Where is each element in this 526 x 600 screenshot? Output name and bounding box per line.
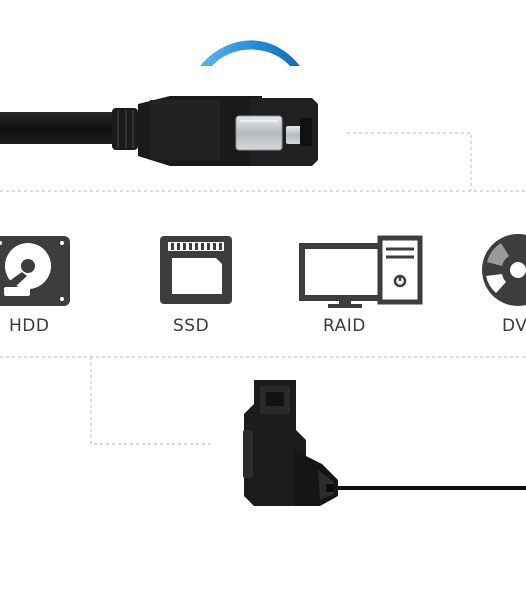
brand-arc-logo bbox=[200, 40, 300, 66]
device-label-ssd: SSD bbox=[173, 316, 210, 336]
device-label-hdd: HDD bbox=[9, 316, 50, 336]
ssd-icon bbox=[160, 236, 232, 304]
device-label-dvd: DV bbox=[502, 316, 526, 336]
straight-sata-connector bbox=[0, 96, 318, 166]
desktop-computer-icon bbox=[299, 235, 423, 308]
right-angle-sata-connector bbox=[243, 380, 526, 506]
optical-disc-icon bbox=[482, 234, 526, 306]
hard-drive-icon bbox=[0, 236, 70, 306]
device-label-raid: RAID bbox=[323, 316, 366, 336]
dashed-guide-lines bbox=[0, 132, 526, 445]
